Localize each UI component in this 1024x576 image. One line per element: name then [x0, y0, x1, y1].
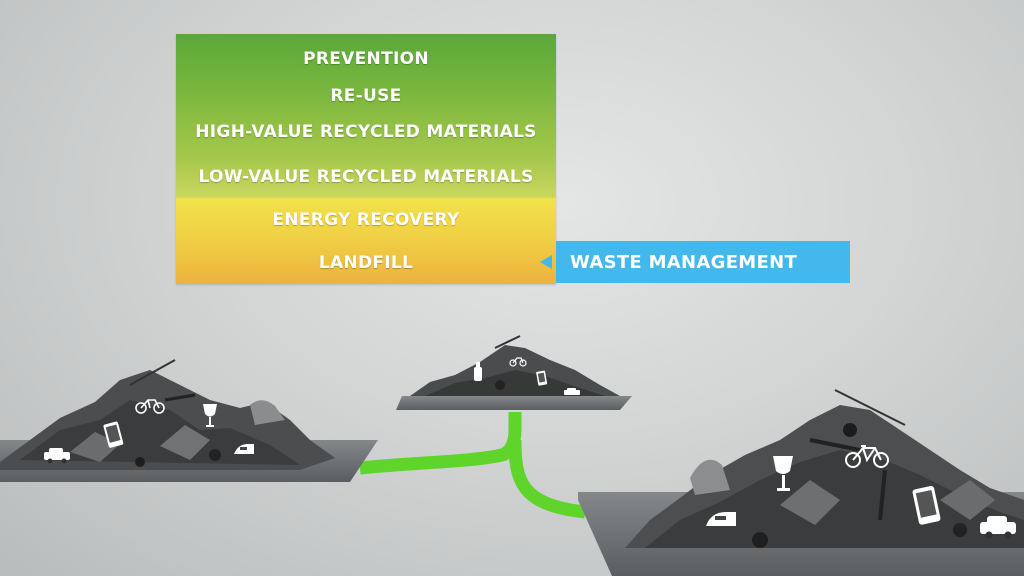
- phone-icon: [912, 485, 941, 525]
- callout-label: WASTE MANAGEMENT: [570, 252, 798, 273]
- center-tray: [396, 396, 632, 410]
- iron-icon: [706, 512, 736, 526]
- bicycle-icon: [509, 357, 527, 367]
- left-waste-pile: [0, 359, 378, 482]
- tier-high-value-recycled: HIGH-VALUE RECYCLED MATERIALS: [195, 122, 537, 142]
- bottle-icon: [474, 362, 482, 381]
- center-waste-pile: [396, 335, 632, 410]
- phone-icon: [103, 421, 124, 448]
- waste-hierarchy-block: PREVENTION RE-USE HIGH-VALUE RECYCLED MA…: [176, 34, 556, 284]
- wine-glass-icon: [203, 404, 217, 427]
- car-icon: [564, 388, 580, 395]
- tier-prevention: PREVENTION: [303, 49, 429, 69]
- connection-pipes: [359, 412, 586, 519]
- callout-pointer: [540, 255, 552, 269]
- right-waste-pile: [578, 389, 1024, 576]
- tier-landfill: LANDFILL: [318, 253, 414, 273]
- tier-energy-recovery: ENERGY RECOVERY: [272, 210, 460, 230]
- bicycle-icon: [135, 399, 165, 414]
- phone-icon: [536, 370, 548, 386]
- car-icon: [44, 448, 70, 464]
- tier-low-value-recycled: LOW-VALUE RECYCLED MATERIALS: [198, 167, 534, 187]
- iron-icon: [234, 444, 254, 454]
- waste-management-callout: WASTE MANAGEMENT: [556, 241, 850, 283]
- tier-re-use: RE-USE: [330, 86, 402, 106]
- car-icon: [980, 516, 1016, 539]
- wine-glass-icon: [773, 456, 793, 491]
- bicycle-icon: [845, 445, 889, 468]
